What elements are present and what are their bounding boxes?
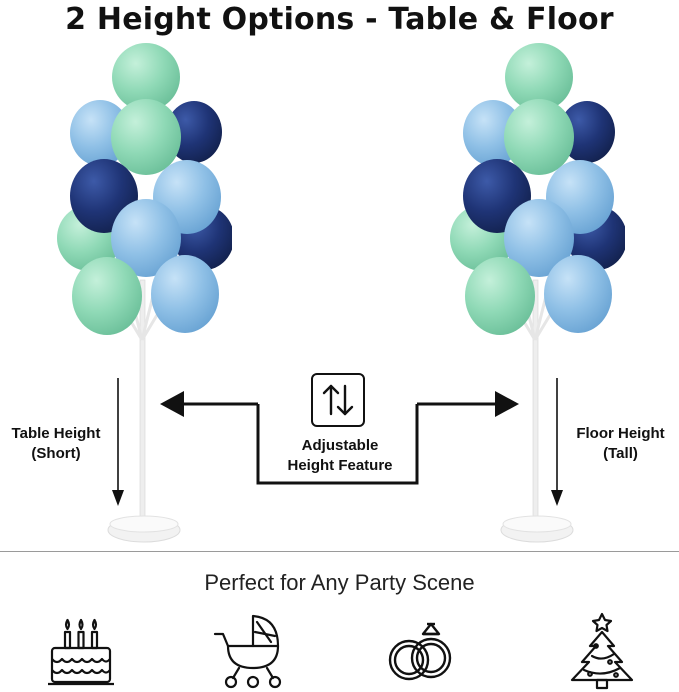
adjustable-height-label: Adjustable Height Feature	[287, 437, 393, 474]
wedding-rings-icon	[385, 612, 457, 690]
floor-balloon-stand	[445, 40, 625, 550]
birthday-cake-icon	[45, 612, 117, 690]
party-scene-subtitle: Perfect for Any Party Scene	[204, 570, 475, 595]
christmas-tree-icon	[566, 612, 638, 690]
table-height-text: Table Height (Short)	[11, 425, 101, 462]
floor-height-label: Floor Height (Tall)	[562, 424, 679, 464]
page-title: 2 Height Options - Table & Floor	[65, 2, 614, 37]
table-height-label: Table Height (Short)	[0, 424, 112, 464]
balloon-stand-illustration	[450, 43, 625, 543]
baby-stroller-icon	[213, 612, 285, 690]
up-down-arrows-icon	[311, 373, 365, 427]
floor-height-text: Floor Height (Tall)	[576, 425, 665, 462]
balloon-stand-illustration	[57, 43, 232, 543]
table-balloon-stand	[52, 40, 232, 550]
section-divider	[0, 551, 679, 552]
